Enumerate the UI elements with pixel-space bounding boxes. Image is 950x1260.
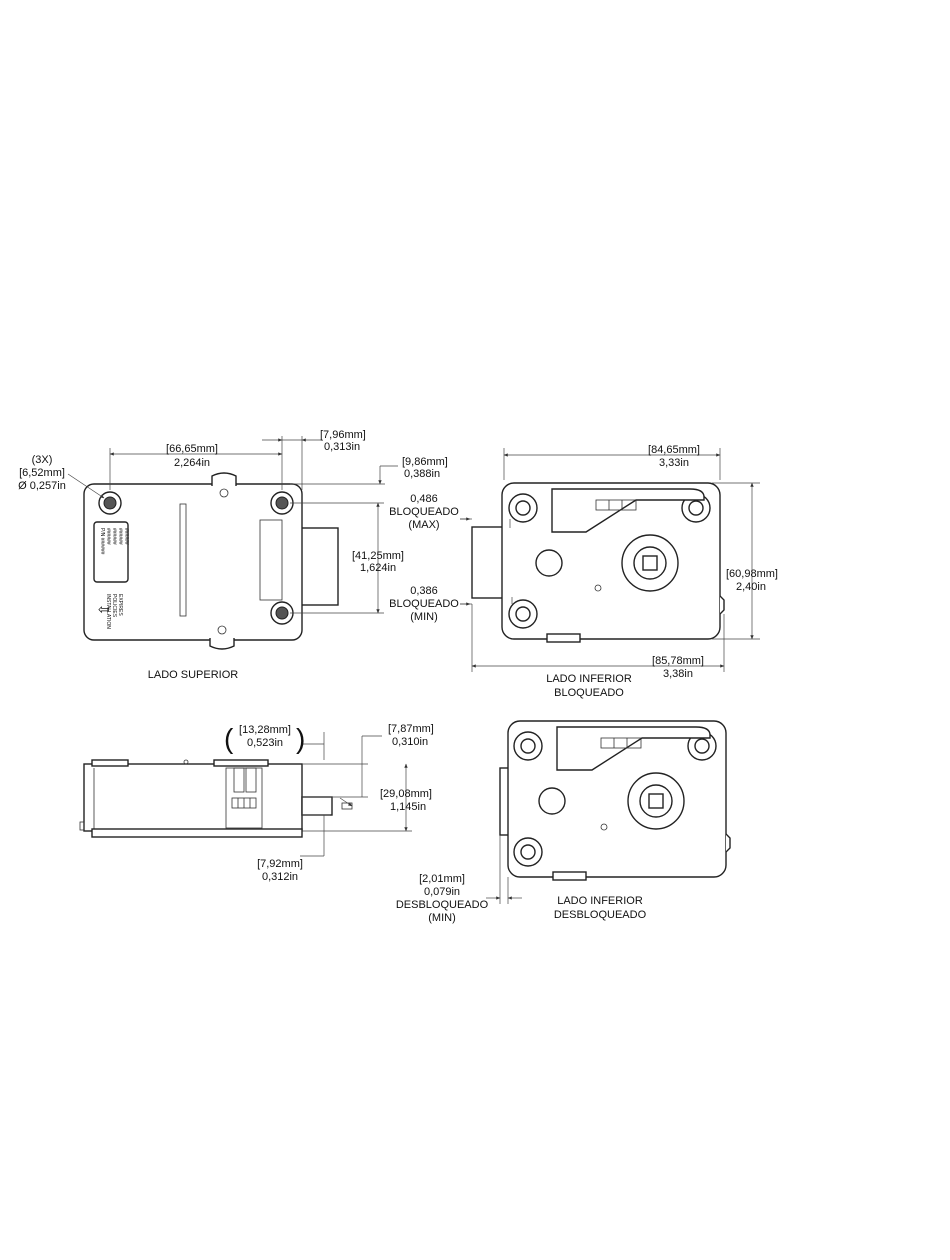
top-label-line-4: ###### [117, 528, 123, 545]
locked-min-tag: (MIN) [410, 611, 438, 623]
top-view: P/N ###### ###### ###### ###### ###### E… [18, 429, 448, 681]
top-holes-mm: [6,52mm] [19, 467, 65, 479]
top-bolt-in: 0,313in [324, 441, 360, 453]
locked-view: 0,486 BLOQUEADO (MAX) 0,386 BLOQUEADO (M… [389, 444, 778, 699]
top-window [259, 519, 283, 601]
unlocked-bolt-in: 0,079in [424, 886, 460, 898]
locked-height-mm: [60,98mm] [726, 568, 778, 580]
locked-min-value: 0,386 [410, 585, 438, 597]
side-depth-bracket-right: ) [296, 723, 305, 754]
locked-width-in: 3,33in [659, 457, 689, 469]
locked-view-title-2: BLOQUEADO [554, 687, 624, 699]
top-holes-qty: (3X) [32, 454, 53, 466]
top-view-title: LADO SUPERIOR [148, 669, 239, 681]
locked-max-state: BLOQUEADO [389, 506, 459, 518]
top-slot [179, 503, 187, 617]
locked-total-mm: [85,78mm] [652, 655, 704, 667]
side-top-mm: [7,87mm] [388, 723, 434, 735]
top-offset-mm: [9,86mm] [402, 456, 448, 468]
locked-max-tag: (MAX) [408, 519, 439, 531]
unlocked-view-title-1: LADO INFERIOR [557, 895, 643, 907]
unlocked-bolt-state: DESBLOQUEADO [396, 899, 489, 911]
top-label-line-5: ###### [123, 528, 129, 545]
top-height-mm: [41,25mm] [352, 550, 404, 562]
locked-width-mm: [84,65mm] [648, 444, 700, 456]
top-holes-in: Ø 0,257in [18, 480, 66, 492]
locked-max-value: 0,486 [410, 493, 438, 505]
side-spindle [301, 796, 333, 816]
locked-min-state: BLOQUEADO [389, 598, 459, 610]
side-bottom-in: 0,312in [262, 871, 298, 883]
unlocked-mechanism-plate [556, 726, 711, 771]
unlocked-view-title-2: DESBLOQUEADO [554, 909, 647, 921]
locked-mechanism-plate [551, 488, 705, 533]
arrow-left-icon: ⇦ [98, 601, 110, 617]
top-width-mm: [66,65mm] [166, 443, 218, 455]
side-height-in: 1,145in [390, 801, 426, 813]
side-height-mm: [29,08mm] [380, 788, 432, 800]
locked-total-in: 3,38in [663, 668, 693, 680]
top-bolt-mm: [7,96mm] [320, 429, 366, 441]
top-label-line-2: ###### [105, 528, 111, 545]
unlocked-view: [2,01mm] 0,079in DESBLOQUEADO (MIN) LADO… [396, 720, 731, 924]
unlocked-bolt-tag: (MIN) [428, 912, 456, 924]
side-bottom-mm: [7,92mm] [257, 858, 303, 870]
top-tab-upper [211, 472, 237, 486]
top-tab-lower [209, 638, 235, 650]
side-depth-mm: [13,28mm] [239, 724, 291, 736]
locked-height-in: 2,40in [736, 581, 766, 593]
unlocked-bolt-mm: [2,01mm] [419, 873, 465, 885]
top-label-line-3: ###### [111, 528, 117, 545]
side-top-in: 0,310in [392, 736, 428, 748]
top-cover-line-1: EXPIRES [117, 594, 123, 616]
side-body [83, 763, 303, 832]
top-offset-in: 0,388in [404, 468, 440, 480]
top-label [93, 521, 129, 583]
top-height-in: 1,624in [360, 562, 396, 574]
top-bolt [298, 527, 339, 606]
top-width-in: 2,264in [174, 457, 210, 469]
locked-view-title-1: LADO INFERIOR [546, 673, 632, 685]
top-body [83, 483, 303, 641]
side-depth-in: 0,523in [247, 737, 283, 749]
top-cover-line-3: INSTALLATION [105, 594, 111, 629]
side-view: [13,28mm] 0,523in ( ) [7,87mm] 0,310in [… [79, 723, 434, 883]
side-depth-bracket-left: ( [224, 723, 234, 754]
top-cover-line-2: POLICIES [111, 594, 117, 618]
top-label-line-1: P/N ###### [99, 528, 105, 555]
